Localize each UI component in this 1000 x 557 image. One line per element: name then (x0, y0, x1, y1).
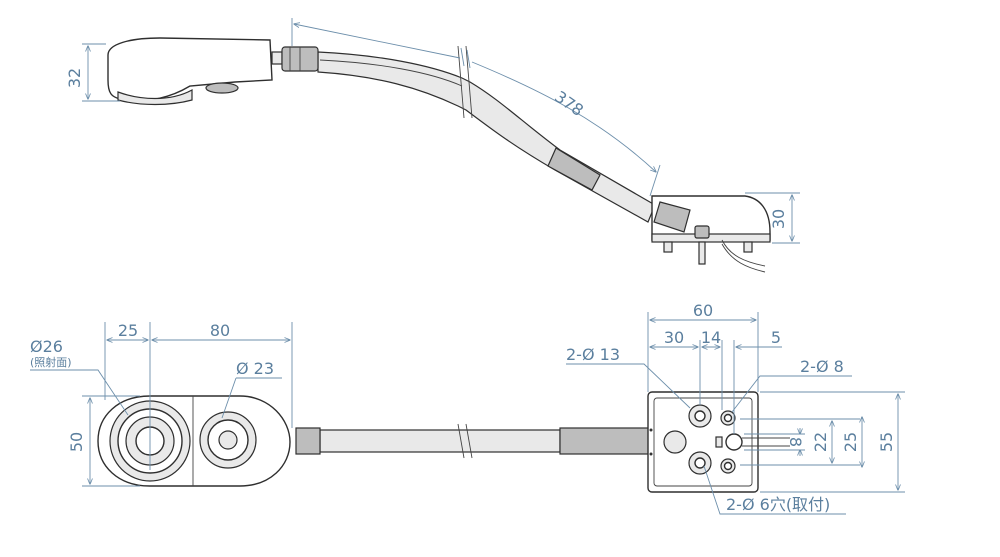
side-lens-bump (205, 82, 239, 94)
side-base-stud (698, 241, 706, 265)
side-head-bottom (117, 88, 193, 106)
side-head (107, 37, 273, 102)
top-sensor-center (218, 430, 238, 450)
side-arm-upper (317, 51, 656, 223)
side-base-foot-right (743, 241, 753, 253)
dim-base-offset-14: 14 (701, 328, 721, 347)
dim-head-height: 32 (65, 68, 84, 88)
dim-arm-length: 378 (551, 87, 587, 120)
dim-base-height: 30 (769, 209, 788, 229)
top-arm-end (559, 427, 651, 455)
dim-base-height-55: 55 (877, 432, 896, 452)
side-view: 32 378 30 (65, 18, 800, 273)
dim-base-width: 60 (693, 301, 713, 320)
dim-spacing-25: 25 (841, 432, 860, 452)
side-head-connector (271, 51, 283, 65)
dim-lens-note: (照射面) (30, 355, 72, 369)
base-cable-clamp (715, 436, 723, 448)
dim-base-offset-30: 30 (664, 328, 684, 347)
dim-lens-diameter: Ø26 (30, 337, 63, 356)
side-arm-sleeve (547, 147, 601, 191)
side-arm-highlight (319, 59, 463, 87)
dim-hole-13: 2-Ø 13 (566, 345, 620, 364)
dim-spacing-22: 22 (811, 432, 830, 452)
base-cable-outlet (725, 433, 743, 451)
dim-lens-offset: 25 (118, 321, 138, 340)
dim-hole-8: 2-Ø 8 (800, 357, 844, 376)
dim-mount-holes: 2-Ø 6穴(取付) (726, 495, 830, 514)
dim-base-offset-5: 5 (771, 328, 781, 347)
base-plate-inner (653, 397, 753, 487)
side-base-foot-left (663, 241, 673, 253)
dim-cable-8: 8 (786, 437, 805, 447)
base-view: 60 30 14 5 2-Ø 13 2-Ø 8 8 22 25 55 2-Ø (566, 301, 905, 515)
side-base-plate (651, 233, 771, 243)
top-view: 25 80 Ø26 (照射面) Ø 23 50 (30, 321, 651, 487)
dim-head-width: 50 (67, 432, 86, 452)
side-base-knob (694, 225, 710, 239)
side-base-cable (721, 239, 766, 267)
dim-sensor-diameter: Ø 23 (236, 359, 274, 378)
base-hole-13-left (663, 430, 687, 454)
dim-head-length: 80 (210, 321, 230, 340)
top-arm (319, 429, 561, 453)
side-base-joint (653, 201, 691, 233)
